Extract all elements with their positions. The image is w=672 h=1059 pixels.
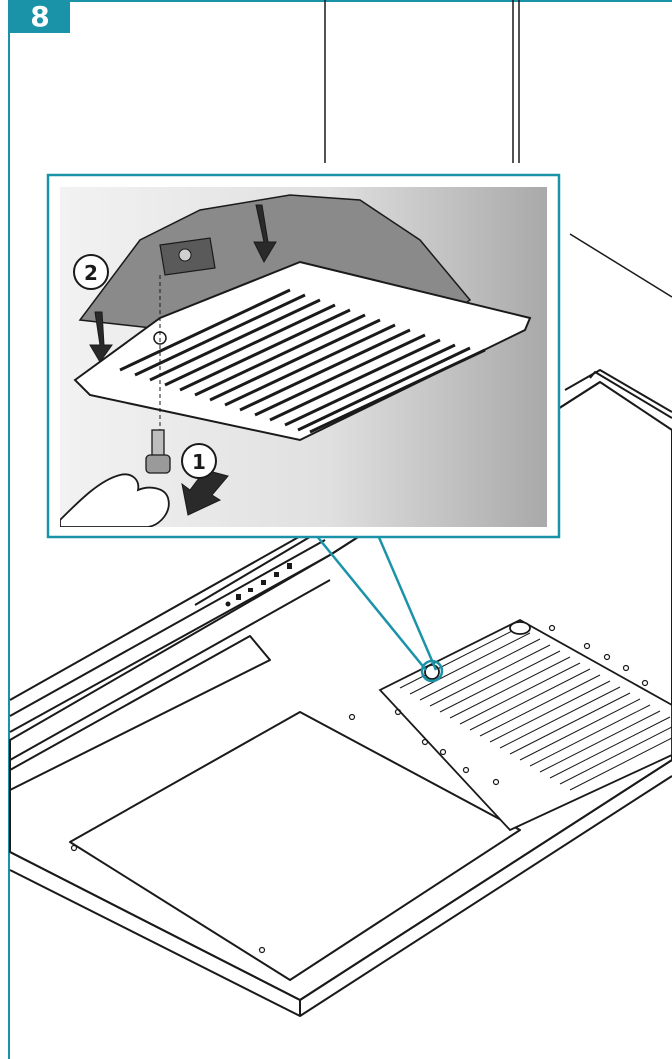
knob-screw-icon <box>145 429 171 474</box>
grease-filter-icon <box>73 260 532 442</box>
page-frame <box>8 0 672 1059</box>
arrow-down-icon <box>89 311 113 363</box>
control-buttons <box>225 563 292 607</box>
grease-filter-installed <box>378 618 672 832</box>
callout-2: 2 <box>73 254 109 290</box>
detail-inset <box>60 194 532 527</box>
callout-1-label: 1 <box>192 450 206 474</box>
chimney-lines <box>324 0 672 298</box>
hand-icon <box>60 473 170 527</box>
step-number-badge: 8 <box>10 0 70 33</box>
zoom-connector <box>315 534 444 683</box>
callout-1: 1 <box>181 443 217 479</box>
arrow-down-icon <box>181 469 229 516</box>
step-number: 8 <box>30 0 50 33</box>
arrow-down-icon <box>253 204 277 264</box>
callout-2-label: 2 <box>84 261 98 285</box>
screw-holes <box>70 624 649 954</box>
